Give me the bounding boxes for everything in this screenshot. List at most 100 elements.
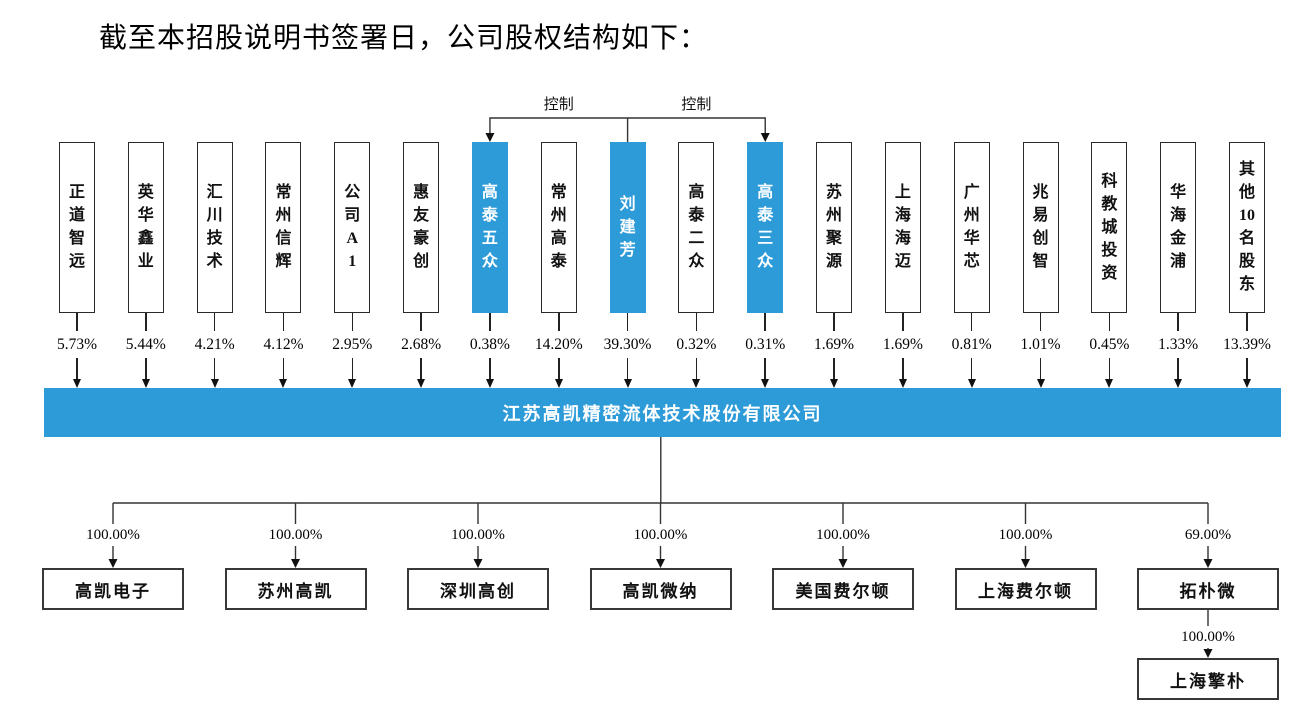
arrow-head-icon bbox=[1203, 559, 1213, 568]
subsidiary-name: 高凯微纳 bbox=[622, 581, 699, 601]
shareholder-name-line: 华 bbox=[963, 230, 980, 247]
subsidiary-percentage: 100.00% bbox=[618, 524, 703, 546]
shareholder-name-line: 上 bbox=[894, 184, 911, 201]
subsidiary-name: 高凯电子 bbox=[75, 581, 151, 601]
shareholder-name-line: 众 bbox=[688, 253, 705, 270]
shareholder-name-line: 泰 bbox=[688, 207, 705, 224]
arrow-shaft bbox=[764, 358, 766, 379]
arrow-head-icon bbox=[348, 379, 357, 388]
ownership-percentage: 1.69% bbox=[814, 336, 855, 353]
arrow-shaft bbox=[833, 358, 835, 379]
shareholder-tick-line bbox=[1039, 313, 1042, 331]
shareholder-name-line: 易 bbox=[1032, 207, 1049, 224]
shareholder-name-line: 英 bbox=[137, 184, 154, 201]
shareholder-name-line: 源 bbox=[826, 253, 843, 270]
arrow-head-icon bbox=[1105, 379, 1114, 388]
shareholder-tick-line bbox=[558, 313, 560, 331]
shareholder-tick-line bbox=[833, 313, 835, 331]
down-arrow bbox=[1174, 358, 1183, 388]
down-arrow bbox=[417, 358, 426, 388]
arrow-head-icon bbox=[760, 133, 770, 142]
shareholder-name-line: 浦 bbox=[1170, 253, 1187, 270]
arrow-head-icon bbox=[1021, 559, 1030, 568]
shareholder-tick-line bbox=[1108, 313, 1111, 331]
shareholder-name-line: 芳 bbox=[619, 241, 636, 259]
subsidiary-box: 高凯电子 bbox=[42, 568, 184, 610]
subsidiary-percentage: 100.00% bbox=[983, 524, 1068, 546]
shareholder-name-line: 刘 bbox=[619, 195, 636, 213]
shareholder-box: 苏州聚源 bbox=[816, 142, 853, 313]
shareholder-box: 高泰三众 bbox=[747, 142, 784, 313]
ownership-percentage: 4.21% bbox=[194, 336, 235, 353]
arrow-head-icon bbox=[761, 379, 770, 388]
down-arrow bbox=[210, 358, 219, 388]
shareholder-tick-line bbox=[1246, 313, 1248, 331]
shareholder-name-line: 资 bbox=[1101, 264, 1118, 282]
company-bar: 江苏高凯精密流体技术股份有限公司 bbox=[44, 388, 1281, 437]
shareholder-name-line: 芯 bbox=[963, 253, 980, 270]
shareholder-name-line: 海 bbox=[894, 230, 911, 247]
subsidiary-name: 深圳高创 bbox=[440, 581, 516, 601]
shareholder-box: 上海海迈 bbox=[884, 142, 921, 313]
shareholder-name-line: 投 bbox=[1101, 241, 1118, 259]
arrow-head-icon bbox=[473, 559, 483, 568]
shareholder-name-line: 技 bbox=[206, 230, 223, 247]
shareholder-tick-line bbox=[626, 313, 629, 331]
shareholder-name-line: 川 bbox=[206, 207, 223, 224]
arrow-head-icon bbox=[1243, 379, 1251, 388]
shareholder-name-line: 创 bbox=[413, 253, 430, 270]
subsidiary-name: 上海擎朴 bbox=[1170, 671, 1246, 691]
ownership-percentage: 5.73% bbox=[56, 336, 98, 353]
shareholder-name-line: 众 bbox=[481, 253, 498, 270]
shareholder-name-line: 惠 bbox=[413, 184, 430, 201]
shareholder-name-line: 远 bbox=[68, 253, 85, 270]
down-arrow bbox=[761, 358, 770, 388]
subsidiary-name: 上海费尔顿 bbox=[978, 581, 1073, 601]
shareholder-box: 汇川技术 bbox=[196, 142, 233, 313]
shareholder-name-line: A bbox=[346, 230, 359, 247]
arrow-shaft bbox=[351, 358, 354, 379]
arrow-shaft bbox=[76, 358, 78, 379]
shareholder-name-line: 州 bbox=[826, 207, 843, 224]
shareholder-name-line: 术 bbox=[206, 253, 223, 270]
shareholder-box: 高泰五众 bbox=[471, 142, 508, 313]
shareholder-name-line: 三 bbox=[757, 230, 774, 247]
shareholder-box: 常州信辉 bbox=[265, 142, 302, 313]
arrow-head-icon bbox=[73, 379, 81, 388]
shareholder-name-line: 兆 bbox=[1032, 184, 1049, 201]
shareholder-name-line: 众 bbox=[757, 253, 774, 270]
arrow-head-icon bbox=[279, 379, 288, 388]
shareholder-name-line: 华 bbox=[137, 207, 154, 224]
arrow-shaft bbox=[420, 358, 422, 379]
subsidiary-percentage: 100.00% bbox=[71, 524, 155, 546]
ownership-percentage: 1.33% bbox=[1158, 336, 1199, 353]
arrow-shaft bbox=[902, 358, 904, 379]
ownership-percentage: 4.12% bbox=[263, 336, 304, 353]
shareholder-box: 科教城投资 bbox=[1091, 142, 1128, 313]
down-arrow bbox=[73, 358, 81, 388]
shareholder-name-line: 常 bbox=[275, 184, 292, 201]
arrow-head-icon bbox=[692, 379, 701, 388]
shareholder-name-line: 高 bbox=[757, 184, 774, 201]
page-title: 截至本招股说明书签署日，公司股权结构如下： bbox=[99, 23, 709, 54]
subsidiary-box: 拓朴微 bbox=[1137, 568, 1279, 610]
shareholder-name-line: 东 bbox=[1238, 276, 1255, 293]
shareholder-tick-line bbox=[695, 313, 698, 331]
shareholder-name-line: 公 bbox=[344, 184, 361, 201]
ownership-percentage: 39.30% bbox=[603, 336, 652, 353]
arrow-shaft bbox=[1177, 358, 1179, 379]
shareholder-column: 常州信辉 4.12% bbox=[249, 142, 317, 388]
subsidiary-percentage: 100.00% bbox=[801, 524, 885, 546]
shareholder-tick-line bbox=[213, 313, 216, 331]
arrow-shaft bbox=[970, 358, 973, 379]
shareholder-name-line: 名 bbox=[1238, 230, 1255, 247]
down-arrow bbox=[623, 358, 632, 388]
ownership-percentage: 0.32% bbox=[676, 336, 717, 353]
down-arrow bbox=[967, 358, 976, 388]
